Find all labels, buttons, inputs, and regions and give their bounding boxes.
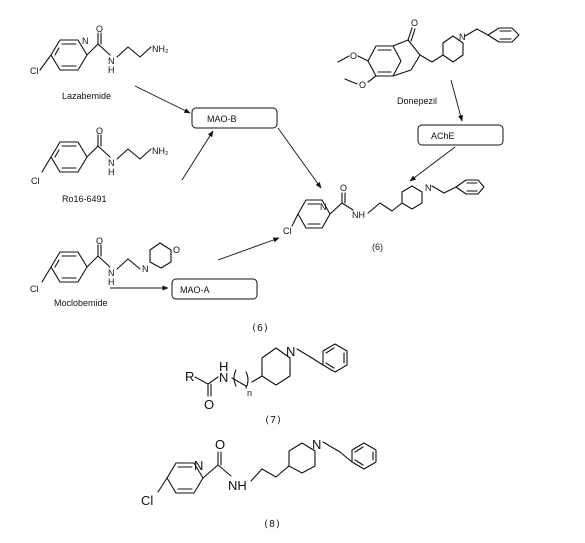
figure-6-caption: (6) bbox=[251, 323, 269, 334]
lazabemide-n-atom: N bbox=[82, 36, 89, 46]
arrow-donepezil-to-ache bbox=[450, 79, 463, 122]
donepezil-o2-atom: O bbox=[359, 80, 366, 90]
moclobemide-cl-atom: Cl bbox=[30, 284, 39, 294]
lazabemide-cl-atom: Cl bbox=[30, 66, 39, 76]
hybrid6-ring-n-atom: N bbox=[320, 202, 327, 212]
lazabemide-nh-atom: N bbox=[108, 56, 115, 66]
moclobemide-h-atom: H bbox=[108, 277, 115, 287]
maoa-label: MAO-A bbox=[180, 285, 210, 295]
ro16-h-atom: H bbox=[108, 167, 115, 177]
hybrid6-pip-n-atom: N bbox=[425, 183, 432, 193]
maob-box: MAO-B bbox=[191, 107, 278, 129]
moclobemide-structure: Cl O N H N O bbox=[30, 236, 180, 294]
r-group-atom: R bbox=[185, 369, 194, 384]
maoa-box: MAO-A bbox=[171, 278, 258, 300]
lazabemide-structure: Cl N O N H NH₂ bbox=[30, 24, 169, 76]
donepezil-n-atom: N bbox=[459, 32, 466, 42]
ro16-n-atom: N bbox=[108, 158, 115, 168]
donepezil-o3-atom: O bbox=[411, 18, 418, 28]
s8-cl-atom: Cl bbox=[141, 493, 153, 508]
hybrid6-o-atom: O bbox=[340, 183, 347, 193]
moclobemide-label: Moclobemide bbox=[54, 298, 108, 308]
donepezil-label: Donepezil bbox=[397, 96, 437, 106]
general-o-atom: O bbox=[204, 397, 214, 412]
arrow-lazabemide-to-maob bbox=[134, 85, 191, 114]
lazabemide-h-atom: H bbox=[108, 65, 115, 75]
ro16-o-atom: O bbox=[96, 126, 103, 136]
figure-8-caption: (8) bbox=[263, 519, 281, 530]
general-pip-n-atom: N bbox=[286, 344, 295, 359]
lazabemide-label: Lazabemide bbox=[62, 91, 111, 101]
ro16-6491-structure: Cl O N H NH₂ bbox=[31, 126, 169, 186]
arrow-ache-to-hybrid bbox=[409, 146, 456, 182]
figure-7-caption: (7) bbox=[264, 415, 282, 426]
ache-box: AChE bbox=[417, 124, 504, 146]
general-structure-7: R O H N n N bbox=[185, 343, 348, 412]
subscript-n: n bbox=[247, 388, 252, 398]
s8-pip-n-atom: N bbox=[312, 437, 321, 452]
moclobemide-o-atom: O bbox=[96, 236, 103, 246]
arrow-maob-to-hybrid bbox=[277, 127, 322, 189]
ro16-cl-atom: Cl bbox=[31, 176, 40, 186]
lazabemide-nh2-atom: NH₂ bbox=[152, 44, 169, 54]
s8-nh-atom: NH bbox=[228, 478, 247, 493]
ro16-nh2-atom: NH₂ bbox=[152, 146, 169, 156]
hybrid-6-label: (6) bbox=[372, 242, 383, 252]
s8-o-atom: O bbox=[215, 437, 225, 452]
donepezil-o1-atom: O bbox=[350, 51, 357, 61]
hybrid6-nh-atom: NH bbox=[352, 210, 365, 220]
general-h-atom: H bbox=[219, 359, 228, 374]
ache-label: AChE bbox=[431, 131, 455, 141]
moclobemide-morpholine-o-atom: O bbox=[173, 245, 180, 255]
donepezil-structure: O O O N bbox=[337, 18, 520, 90]
moclobemide-morpholine-n-atom: N bbox=[142, 264, 149, 274]
maob-label: MAO-B bbox=[207, 114, 237, 124]
hybrid6-cl-atom: Cl bbox=[283, 226, 292, 236]
lazabemide-o-atom: O bbox=[96, 24, 103, 34]
s8-ring-n-atom: N bbox=[194, 458, 203, 473]
arrow-ro16-to-maob bbox=[181, 130, 214, 181]
arrow-to-hybrid bbox=[217, 237, 280, 261]
structure-8: N Cl O NH N bbox=[141, 437, 377, 508]
hybrid-6-structure: N Cl O NH N bbox=[283, 179, 485, 236]
general-n-atom: N bbox=[219, 370, 228, 385]
ro16-6491-label: Ro16-6491 bbox=[62, 194, 107, 204]
moclobemide-n-atom: N bbox=[108, 268, 115, 278]
